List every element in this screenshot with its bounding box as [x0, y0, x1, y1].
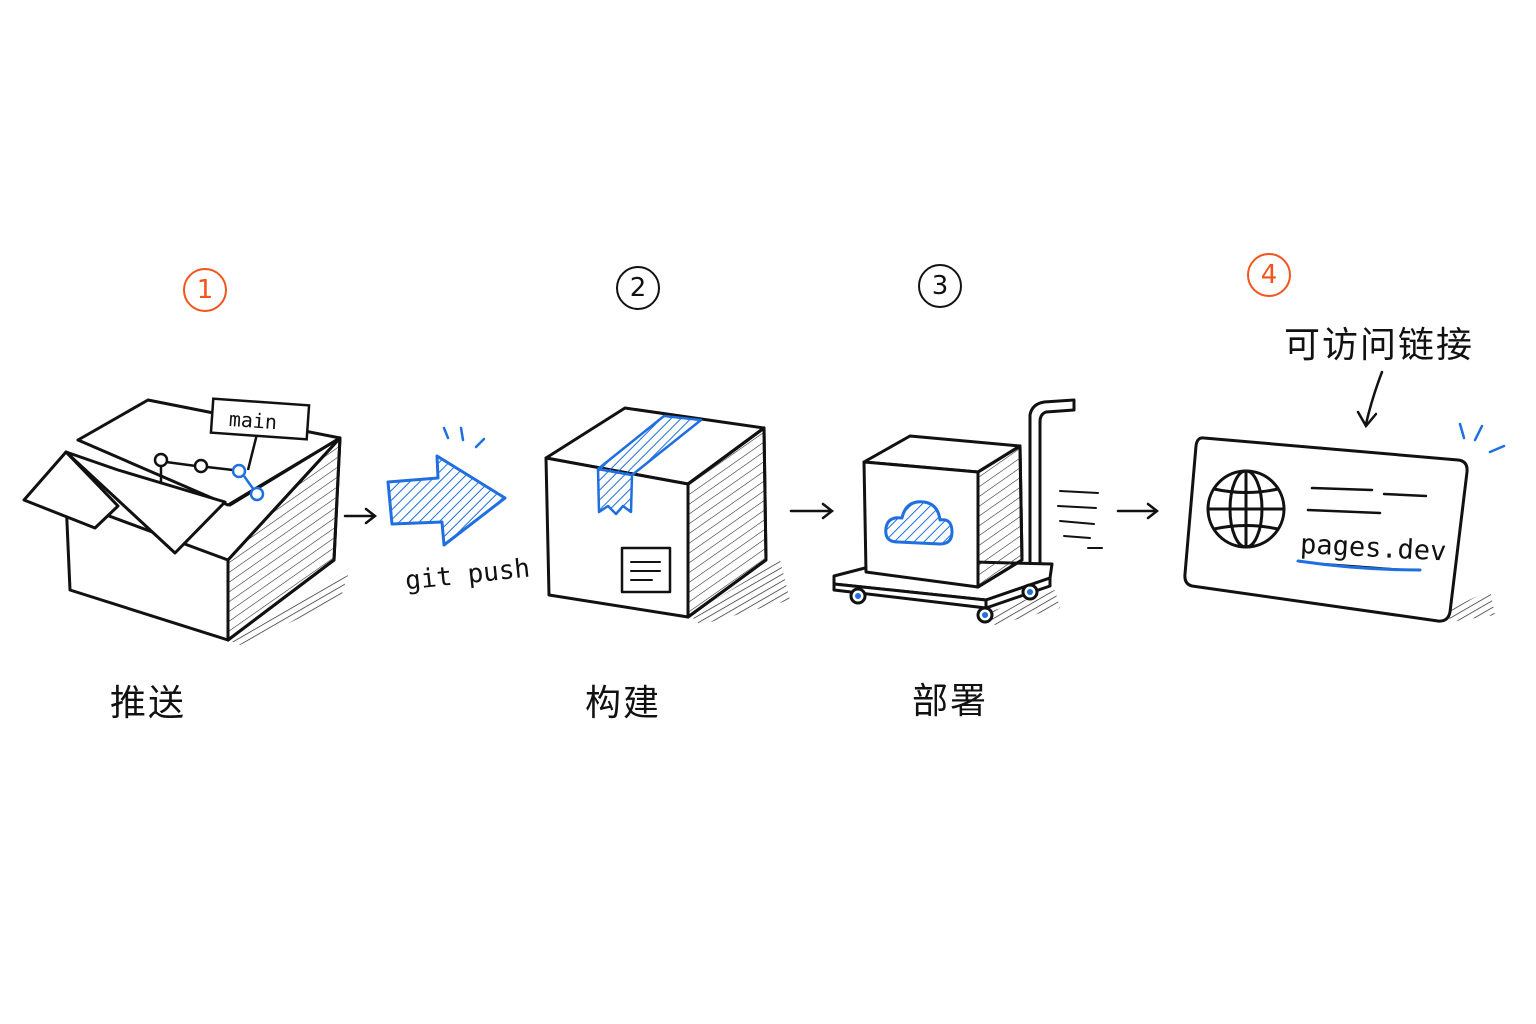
- commit-graph-icon: main: [153, 397, 311, 502]
- step-4-number: 4: [1247, 253, 1291, 297]
- flow-arrow-1: [343, 507, 378, 525]
- open-box-icon: [22, 398, 350, 645]
- flow-arrow-3: [1116, 502, 1160, 520]
- sparkle-lines: [1458, 422, 1506, 454]
- step-2-label: 构建: [585, 683, 662, 724]
- hand-truck-icon: [832, 398, 1076, 625]
- url-text: pages.dev: [1299, 529, 1447, 568]
- branch-tag-text: main: [228, 407, 278, 434]
- step-3-label: 部署: [912, 681, 989, 722]
- link-caption: 可访问链接: [1284, 325, 1475, 366]
- push-arrow-icon: [386, 426, 507, 547]
- branch-tag: [209, 397, 311, 441]
- sealed-box-icon: [544, 406, 790, 625]
- caption-pointer: [1356, 370, 1384, 429]
- shipping-label: [620, 546, 672, 594]
- globe-icon: [1206, 469, 1286, 549]
- cloud-icon: [884, 500, 954, 546]
- step-2-number: 2: [616, 266, 660, 310]
- flow-arrow-2: [789, 502, 835, 520]
- step-1-number: 1: [183, 268, 227, 312]
- step-1-label: 推送: [110, 683, 187, 724]
- step-3-number: 3: [918, 264, 962, 308]
- motion-lines: [1057, 490, 1103, 549]
